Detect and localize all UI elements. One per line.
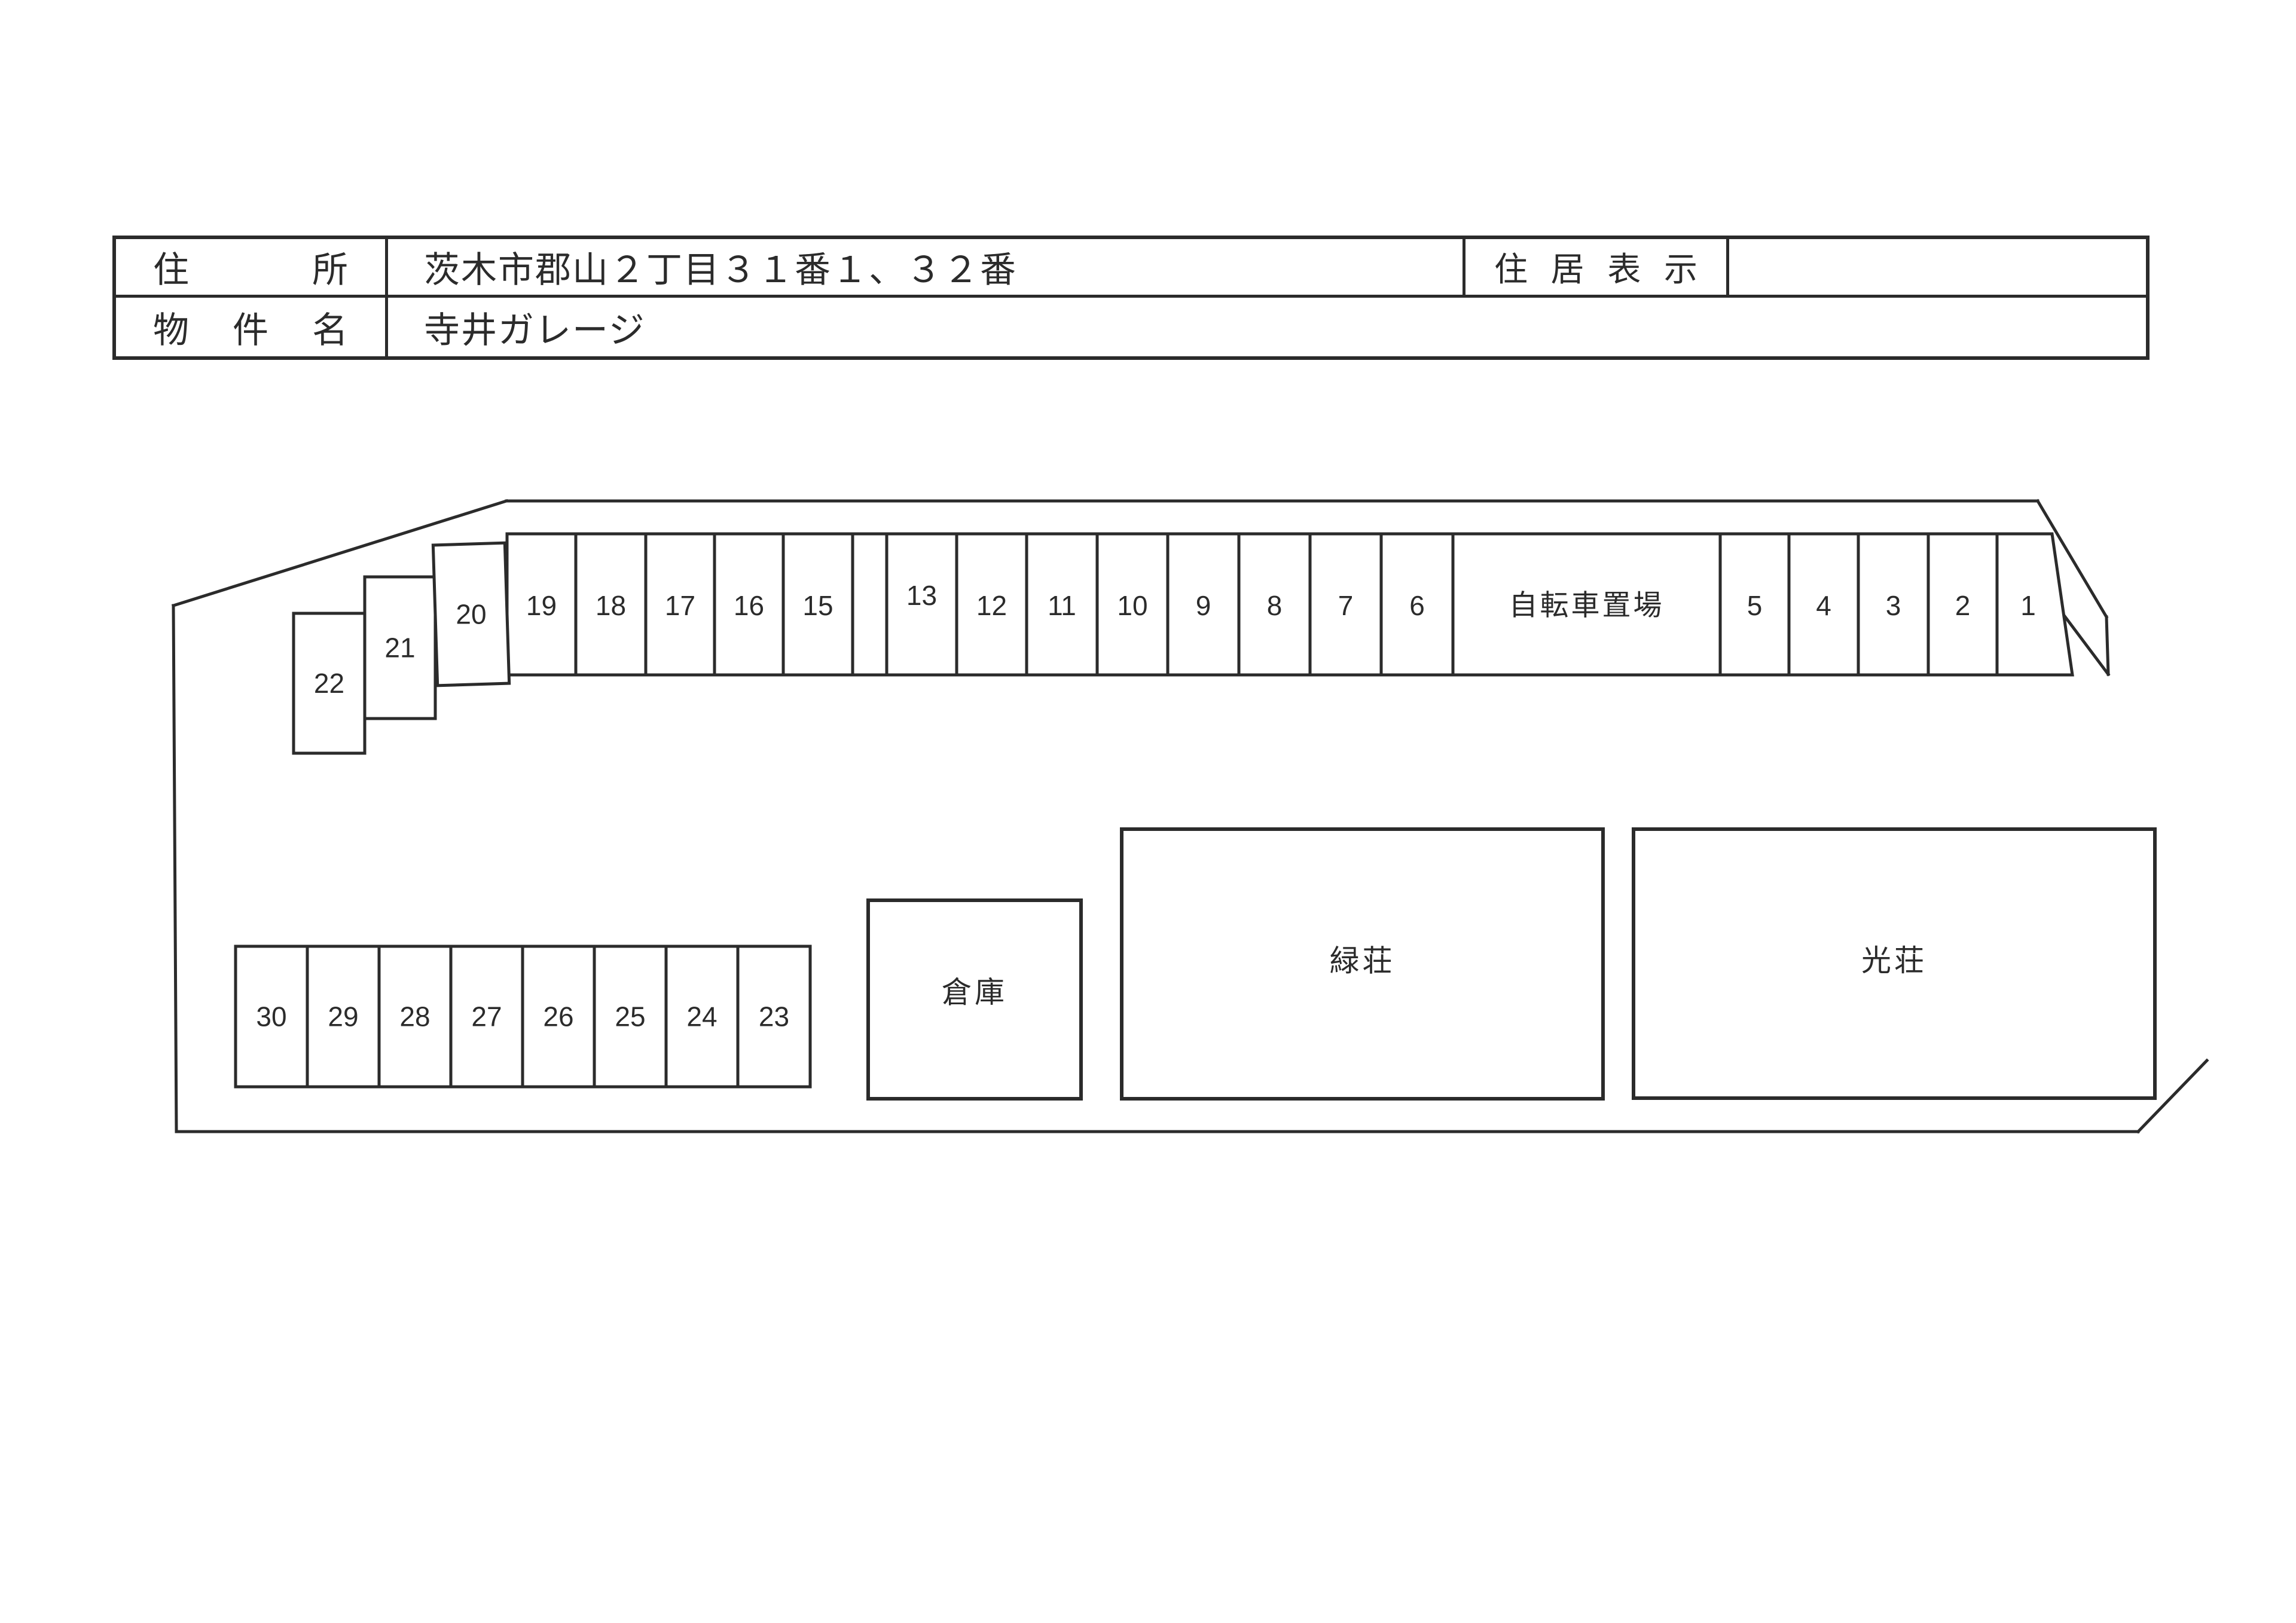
stall-number: 2 — [1955, 590, 1971, 621]
buildings: 倉庫 緑荘 光荘 — [866, 827, 2157, 1101]
boundary-line — [2136, 1058, 2209, 1134]
boundary-line — [171, 499, 509, 608]
parking-stall-11 — [1025, 532, 1099, 677]
stall-number: 19 — [526, 590, 557, 621]
parking-stall-24 — [664, 945, 740, 1089]
parking-stall-3 — [1857, 532, 1930, 677]
address-label: 住所 — [153, 250, 348, 290]
stall-number: 28 — [399, 1001, 430, 1032]
stall-number: 15 — [802, 590, 833, 621]
building-hikari_so — [1632, 827, 2157, 1100]
address-row: 住所 茨木市郡山２丁目３１番１、３２番 住居表示 — [116, 239, 2146, 298]
stall-number: 13 — [906, 580, 937, 611]
stall-number: 8 — [1267, 590, 1283, 621]
stall-number: 10 — [1117, 590, 1147, 621]
parking-stall-15 — [781, 532, 854, 677]
parking-stall-28 — [377, 945, 453, 1089]
address-value: 茨木市郡山２丁目３１番１、３２番 — [424, 250, 1017, 290]
parking-stall-4 — [1787, 532, 1860, 677]
stall-number: 5 — [1747, 590, 1763, 621]
stall-number: 22 — [314, 668, 344, 699]
stall-number: 21 — [384, 632, 415, 664]
stall-number: 11 — [1048, 590, 1076, 621]
stall-number: 27 — [471, 1001, 502, 1032]
stall-number: 1 — [2020, 590, 2036, 621]
unlabeled-stall-cell — [851, 532, 889, 677]
stall-number: 26 — [543, 1001, 573, 1032]
stall-number: 9 — [1196, 590, 1211, 621]
stall-number: 6 — [1409, 590, 1425, 621]
stall-number: 7 — [1338, 590, 1354, 621]
parking-stall-1 — [1995, 532, 2074, 677]
parking-stall-6 — [1379, 532, 1455, 677]
parking-stall-10 — [1095, 532, 1170, 677]
address-value-cell: 茨木市郡山２丁目３１番１、３２番 — [388, 239, 1465, 295]
property-info-table: 住所 茨木市郡山２丁目３１番１、３２番 住居表示 物件名 寺井ガレージ — [112, 236, 2150, 360]
parking-stall-7 — [1308, 532, 1383, 677]
property-name-label-cell: 物件名 — [116, 298, 388, 356]
parking-stall-30 — [234, 945, 309, 1089]
parking-stall-16 — [713, 532, 785, 677]
boundary-line — [172, 604, 178, 1133]
building-label-warehouse: 倉庫 — [942, 976, 1007, 1009]
stall-number: 20 — [456, 599, 486, 630]
parking-stall-26 — [521, 945, 596, 1089]
building-label-midori_so: 緑荘 — [1330, 945, 1396, 978]
stall-number: 3 — [1886, 590, 1901, 621]
parking-stall-8 — [1237, 532, 1312, 677]
building-label-hikari_so: 光荘 — [1861, 944, 1927, 977]
parking-stall-9 — [1166, 532, 1241, 677]
building-warehouse — [866, 898, 1083, 1101]
bicycle-parking-label: 自転車置場 — [1509, 590, 1664, 622]
parking-stall-25 — [593, 945, 668, 1089]
stall-number: 12 — [976, 590, 1007, 621]
property-name-value: 寺井ガレージ — [424, 310, 646, 350]
stall-number: 29 — [328, 1001, 358, 1032]
building-midori_so — [1120, 827, 1605, 1101]
parking-stall-20 — [431, 541, 511, 687]
site-boundary — [171, 499, 2209, 1134]
parking-stall-19 — [505, 532, 578, 677]
boundary-line — [2105, 615, 2110, 676]
stall-number: 23 — [759, 1001, 789, 1032]
property-name-value-cell: 寺井ガレージ — [388, 298, 2146, 356]
boundary-line — [2059, 610, 2111, 677]
stall-number: 17 — [665, 590, 695, 621]
property-name-label: 物件名 — [153, 310, 348, 350]
parking-stall-13 — [885, 532, 958, 677]
stall-number: 16 — [734, 590, 764, 621]
parking-stall-23 — [736, 945, 812, 1089]
parking-stall-22 — [292, 612, 367, 755]
stall-number: 4 — [1816, 590, 1831, 621]
parking-stall-21 — [363, 575, 437, 720]
parking-stall-5 — [1718, 532, 1791, 677]
parking-stall-18 — [574, 532, 648, 677]
boundary-line — [2035, 499, 2109, 619]
parking-stall-17 — [644, 532, 716, 677]
stall-number: 24 — [686, 1001, 717, 1032]
residence-display-label: 住居表示 — [1494, 250, 1697, 288]
residence-display-label-cell: 住居表示 — [1465, 239, 1729, 295]
stall-number: 30 — [256, 1001, 286, 1032]
stall-number: 18 — [596, 590, 626, 621]
property-name-row: 物件名 寺井ガレージ — [116, 298, 2146, 356]
stall-number: 25 — [615, 1001, 645, 1032]
address-label-cell: 住所 — [116, 239, 388, 295]
